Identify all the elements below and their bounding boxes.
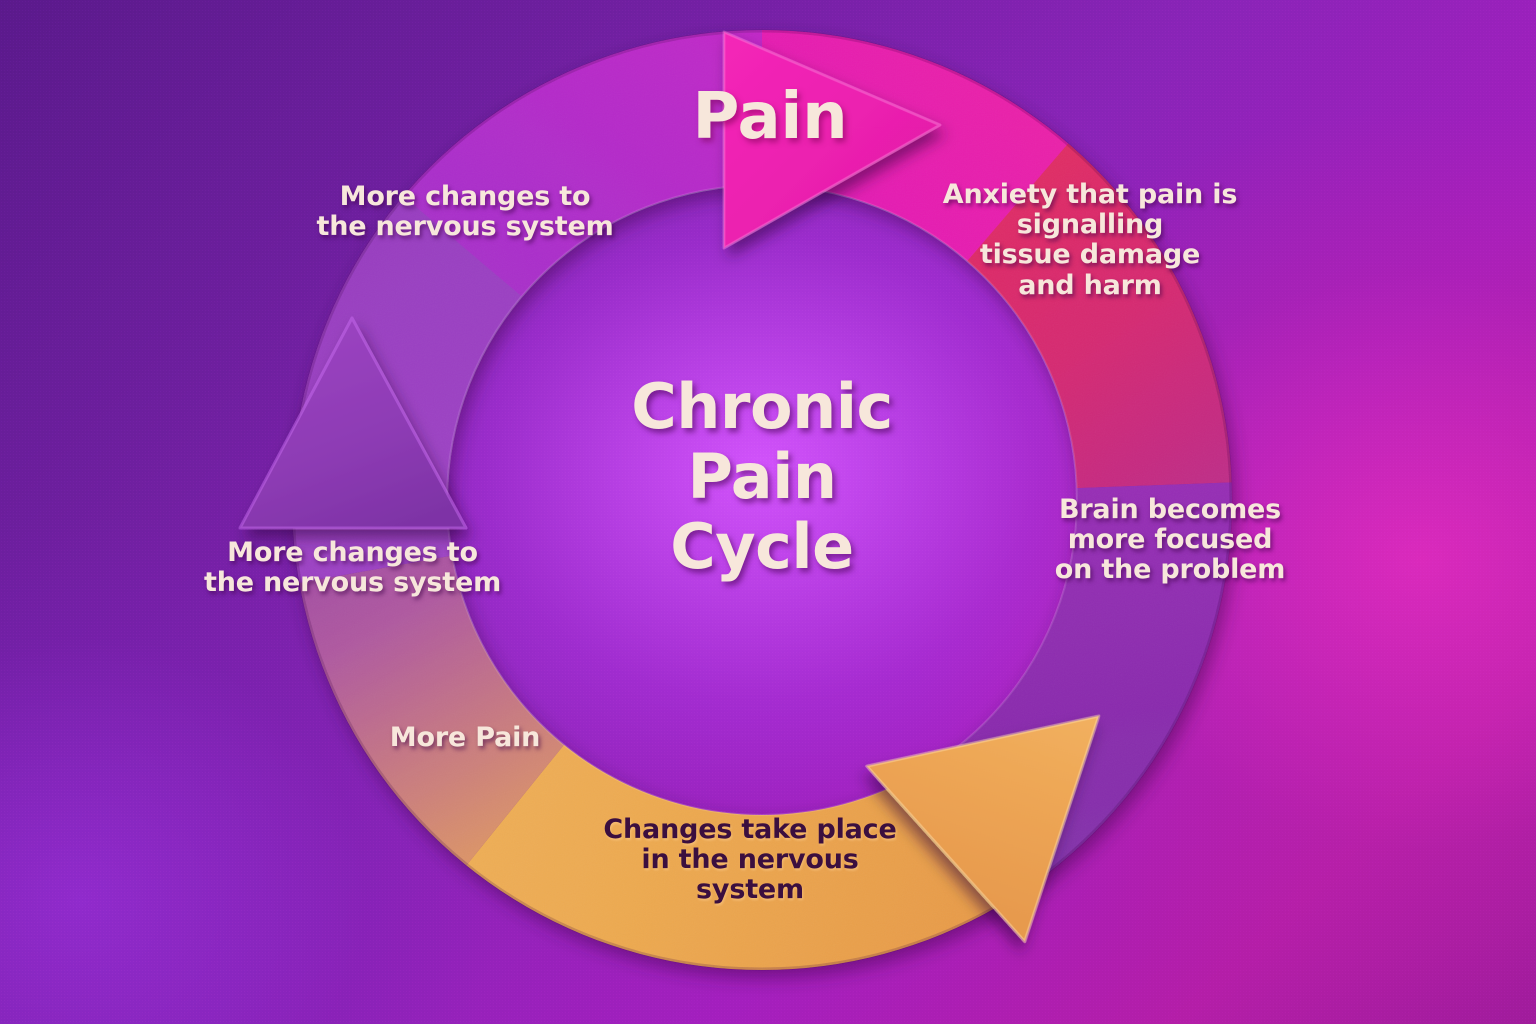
label-nervous-system-changes: Changes take place in the nervous system (603, 814, 897, 906)
page-title: Chronic Pain Cycle (631, 370, 893, 584)
label-anxiety: Anxiety that pain is signalling tissue d… (942, 179, 1238, 301)
label-more-changes-upper: More changes to the nervous system (316, 181, 614, 243)
label-more-changes-lower: More changes to the nervous system (203, 537, 502, 599)
label-pain: Pain (692, 80, 848, 154)
label-more-pain: More Pain (389, 722, 541, 753)
label-brain-focus: Brain becomes more focused on the proble… (1054, 494, 1286, 586)
changes-arrowhead (865, 714, 1101, 944)
pain-arrowhead (722, 30, 942, 250)
more-changes-arrowhead (238, 316, 468, 530)
